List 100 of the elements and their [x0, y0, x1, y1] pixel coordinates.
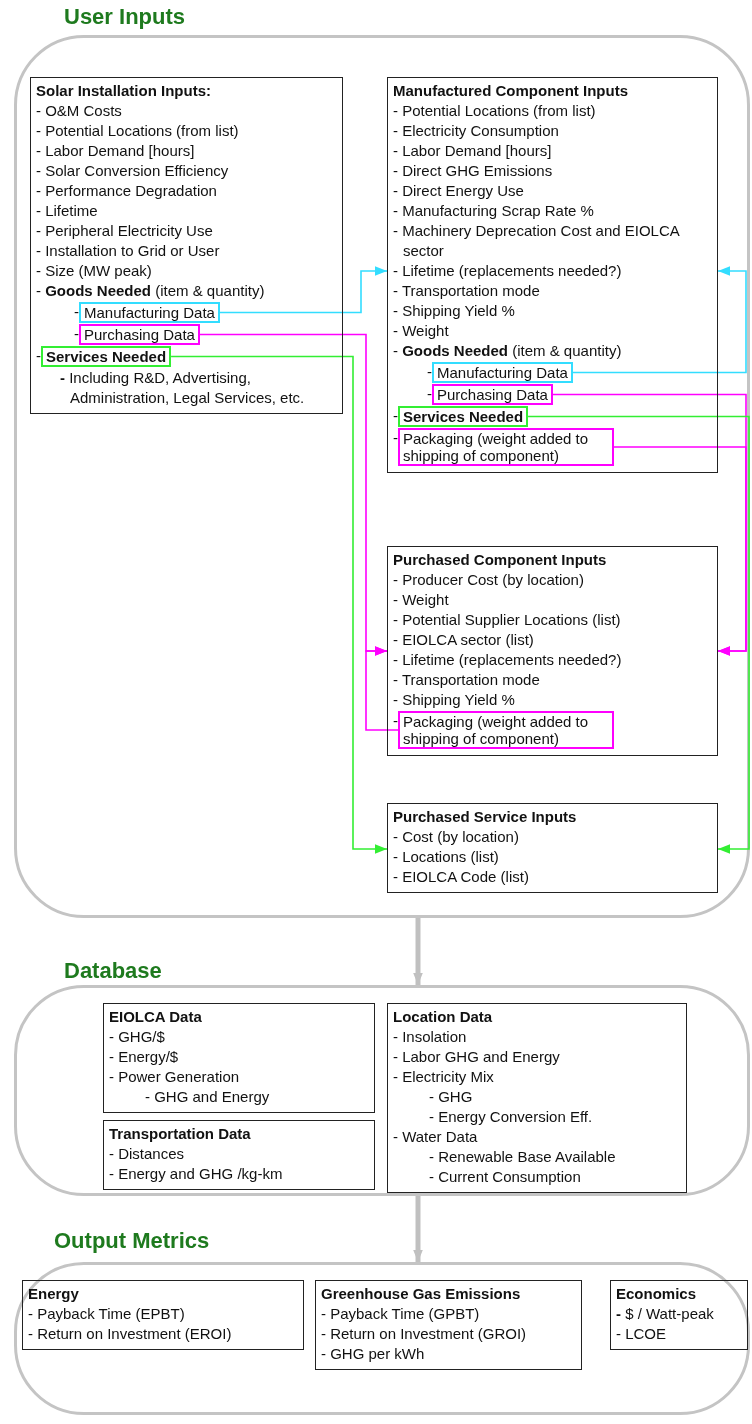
list-item: - Distances: [109, 1144, 186, 1164]
list-item: - Goods Needed (item & quantity): [36, 281, 266, 301]
bullet-dash: -: [36, 346, 41, 366]
list-item: - Weight: [393, 321, 450, 341]
list-item: - Producer Cost (by location): [393, 570, 585, 590]
list-item: - EIOLCA Code (list): [393, 867, 530, 887]
connector-arrow: [572, 266, 747, 374]
list-item: - Direct GHG Emissions: [393, 161, 554, 181]
category-box: [387, 546, 718, 756]
highlighted-item: Packaging (weight added to shipping of component): [398, 711, 614, 749]
list-item: - Potential Supplier Locations (list): [393, 610, 622, 630]
list-item: - Energy/$: [109, 1047, 180, 1067]
list-item: - Peripheral Electricity Use: [36, 221, 214, 241]
box-heading: Solar Installation Inputs:: [36, 81, 212, 101]
connector-arrow: [527, 415, 750, 854]
list-item: - Including R&D, Advertising, Administration, Legal Services, etc.: [60, 368, 306, 408]
box-heading: Greenhouse Gas Emissions: [321, 1284, 522, 1304]
list-item: - Potential Locations (from list): [36, 121, 240, 141]
list-item: - Shipping Yield %: [393, 690, 516, 710]
list-item: - Energy Conversion Eff.: [429, 1107, 594, 1127]
list-item: - Manufacturing Scrap Rate %: [393, 201, 595, 221]
category-box: [610, 1280, 748, 1350]
list-item: - Labor Demand [hours]: [393, 141, 553, 161]
list-item: - Payback Time (EPBT): [28, 1304, 186, 1324]
category-box: [103, 1120, 375, 1190]
list-item: - Goods Needed (item & quantity): [393, 341, 623, 361]
list-item: - Shipping Yield %: [393, 301, 516, 321]
list-item: - Size (MW peak): [36, 261, 153, 281]
flow-arrow: [413, 918, 423, 985]
connector-arrow: [613, 446, 747, 656]
list-item: - Lifetime (replacements needed?): [393, 650, 623, 670]
list-item: - LCOE: [616, 1324, 667, 1344]
category-box: [103, 1003, 375, 1113]
highlighted-item: Purchasing Data: [79, 324, 200, 345]
list-item: - GHG and Energy: [145, 1087, 271, 1107]
list-item: - Machinery Deprecation Cost and EIOLCA sector: [393, 221, 681, 261]
list-item: - Performance Degradation: [36, 181, 218, 201]
bullet-dash: -: [427, 384, 432, 404]
list-item: - Transportation mode: [393, 670, 541, 690]
highlighted-item: Services Needed: [41, 346, 172, 367]
list-item: - Labor Demand [hours]: [36, 141, 196, 161]
flow-arrow: [413, 1196, 423, 1262]
list-item: - Weight: [393, 590, 450, 610]
box-heading: Manufactured Component Inputs: [393, 81, 629, 101]
list-item: - Cost (by location): [393, 827, 520, 847]
category-box: [30, 77, 343, 414]
list-item: - Energy and GHG /kg-km: [109, 1164, 284, 1184]
list-item: - GHG per kWh: [321, 1344, 426, 1364]
highlighted-item: Manufacturing Data: [79, 302, 220, 323]
list-item: - Payback Time (GPBT): [321, 1304, 481, 1324]
list-item: - $ / Watt-peak: [616, 1304, 715, 1324]
box-heading: EIOLCA Data: [109, 1007, 203, 1027]
bullet-dash: -: [427, 362, 432, 382]
list-item: - Return on Investment (GROI): [321, 1324, 528, 1344]
category-box: [387, 1003, 687, 1193]
list-item: - Lifetime (replacements needed?): [393, 261, 623, 281]
category-box: [315, 1280, 582, 1370]
list-item: - GHG: [429, 1087, 474, 1107]
list-item: - Electricity Consumption: [393, 121, 560, 141]
box-heading: Transportation Data: [109, 1124, 252, 1144]
bullet-dash: -: [393, 711, 398, 731]
category-box: [387, 77, 718, 473]
highlighted-item: Purchasing Data: [432, 384, 553, 405]
box-heading: Energy: [28, 1284, 80, 1304]
bullet-dash: -: [393, 406, 398, 426]
list-item: - GHG/$: [109, 1027, 166, 1047]
highlighted-item: Services Needed: [398, 406, 529, 427]
list-item: - Potential Locations (from list): [393, 101, 597, 121]
box-heading: Purchased Component Inputs: [393, 550, 608, 570]
highlighted-item: Packaging (weight added to shipping of component): [398, 428, 614, 466]
section-heading: Database: [64, 958, 162, 984]
list-item: - Lifetime: [36, 201, 99, 221]
box-heading: Economics: [616, 1284, 698, 1304]
section-heading: User Inputs: [64, 4, 186, 30]
highlighted-item: Manufacturing Data: [432, 362, 573, 383]
connector-arrow: [170, 355, 388, 854]
connector-arrow: [365, 646, 399, 731]
list-item: - Renewable Base Available: [429, 1147, 617, 1167]
list-item: - O&M Costs: [36, 101, 123, 121]
connector-arrow: [219, 266, 388, 314]
bullet-dash: -: [393, 428, 398, 448]
list-item: - Direct Energy Use: [393, 181, 525, 201]
list-item: - Installation to Grid or User: [36, 241, 221, 261]
list-item: - Labor GHG and Energy: [393, 1047, 561, 1067]
box-heading: Location Data: [393, 1007, 494, 1027]
list-item: - Water Data: [393, 1127, 479, 1147]
list-item: - Return on Investment (EROI): [28, 1324, 233, 1344]
list-item: - Transportation mode: [393, 281, 541, 301]
section-heading: Output Metrics: [54, 1228, 210, 1254]
list-item: - Locations (list): [393, 847, 500, 867]
category-box: [22, 1280, 304, 1350]
list-item: - Solar Conversion Efficiency: [36, 161, 230, 181]
bullet-dash: -: [74, 302, 79, 322]
list-item: - Insolation: [393, 1027, 468, 1047]
box-heading: Purchased Service Inputs: [393, 807, 578, 827]
list-item: - Electricity Mix: [393, 1067, 495, 1087]
category-box: [387, 803, 718, 893]
list-item: - EIOLCA sector (list): [393, 630, 535, 650]
list-item: - Current Consumption: [429, 1167, 582, 1187]
bullet-dash: -: [74, 324, 79, 344]
